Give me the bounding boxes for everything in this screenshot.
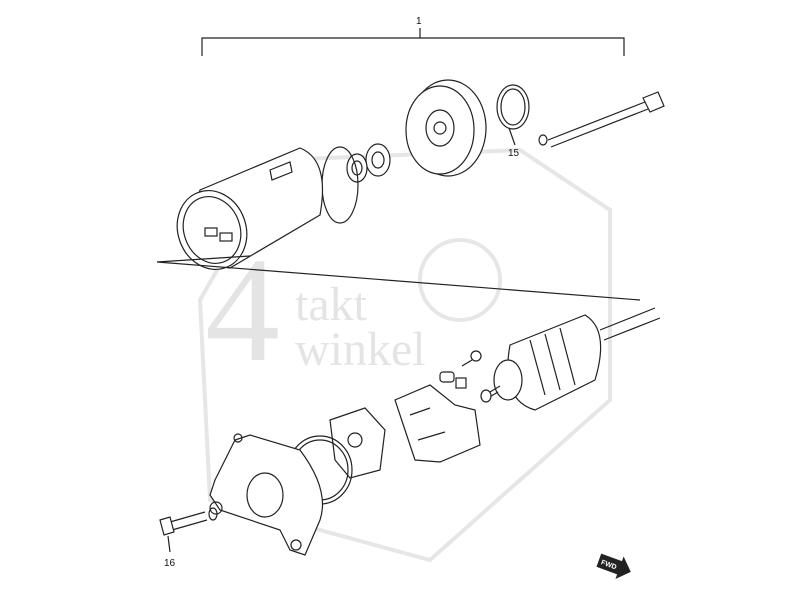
bolt: 16 — [159, 507, 218, 569]
fwd-direction-badge: FWD — [596, 553, 631, 580]
yoke-housing — [176, 146, 359, 270]
thrust-washers — [346, 143, 391, 183]
watermark-hexagon — [197, 147, 612, 563]
armature — [480, 307, 661, 411]
callout-16: 16 — [164, 558, 176, 569]
callout-1: 1 — [416, 16, 422, 27]
rear-bracket — [209, 433, 324, 556]
front-end-cover — [405, 79, 487, 177]
through-bolt — [538, 91, 665, 148]
callout-15: 15 — [508, 148, 520, 159]
watermark-line2: winkel — [295, 323, 426, 376]
brush-parts — [439, 350, 482, 389]
brush-holder — [329, 384, 481, 479]
assembly-bracket: 1 — [201, 16, 625, 56]
alignment-lines — [156, 255, 641, 301]
o-ring: 15 — [496, 84, 530, 159]
watermark-line1: takt — [295, 278, 368, 331]
arrow-right-icon — [596, 553, 631, 580]
watermark-circle — [418, 238, 502, 322]
